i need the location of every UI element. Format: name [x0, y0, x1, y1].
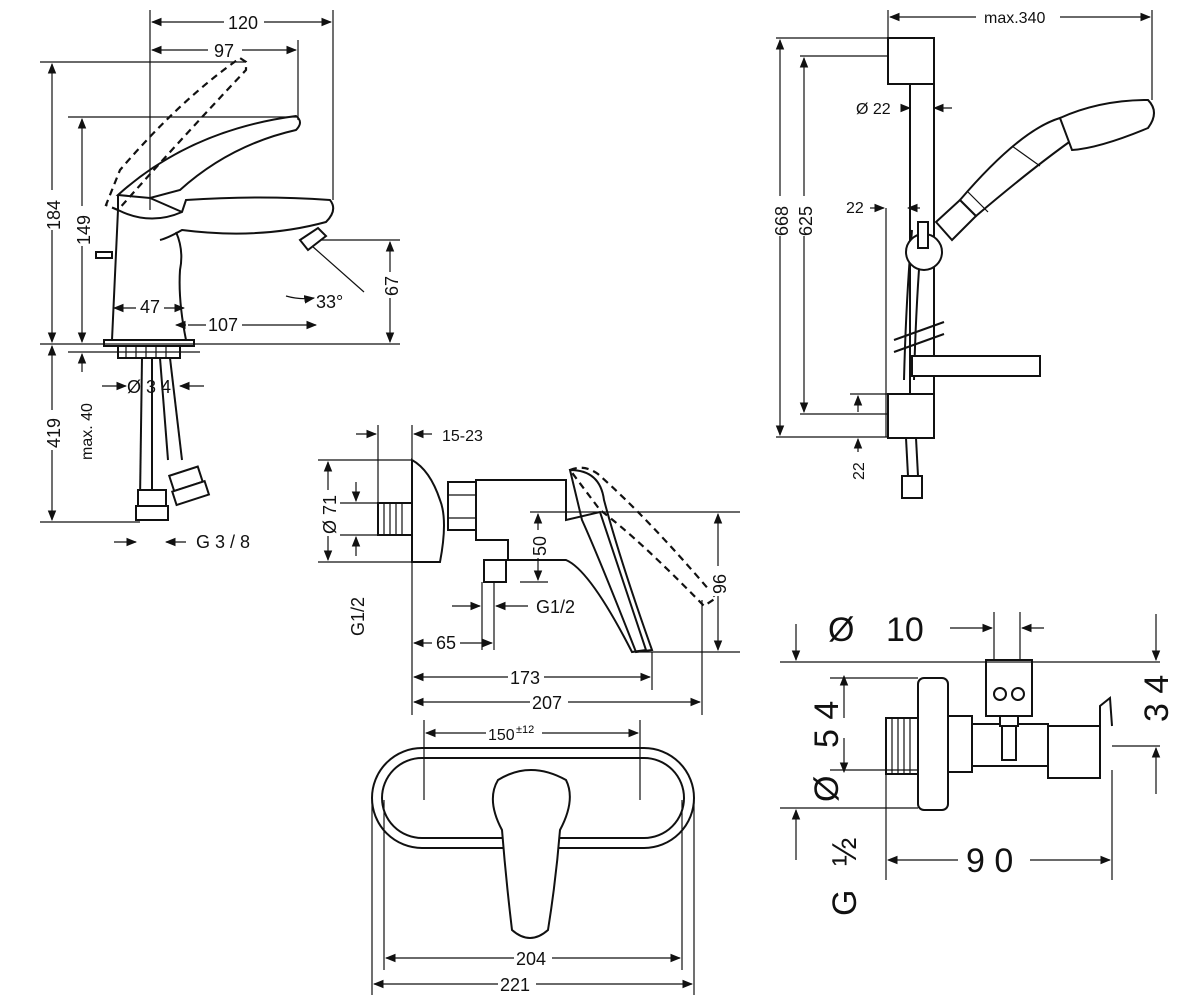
dim-valve-thread-half: ½ [826, 838, 864, 866]
dim-valve-outlet-symbol: Ø [828, 611, 854, 649]
dim-valve-rosette-value: 5 4 [808, 701, 846, 748]
shower-mixer-front-view: 150 ±12 204 221 [371, 720, 695, 995]
dim-faucet-97: 97 [214, 41, 234, 61]
dim-faucet-hole: Ø 3 4 [127, 377, 171, 397]
dim-front-tolerance: ±12 [516, 724, 534, 736]
dim-rail-diameter: Ø 22 [856, 101, 891, 118]
shower-rail-set: max.340 [768, 7, 1155, 499]
dim-valve-depth: 9 0 [966, 842, 1013, 880]
dim-faucet-max40: max. 40 [79, 403, 96, 460]
dim-faucet-149: 149 [74, 215, 94, 245]
dim-mixer-rosette: Ø 71 [320, 495, 340, 534]
dim-valve-height: 3 4 [1138, 675, 1176, 722]
dim-faucet-120: 120 [228, 13, 258, 33]
dim-mixer-65: 65 [436, 633, 456, 653]
dim-valve-rosette-symbol: Ø [808, 776, 846, 802]
dim-rail-bottom-offset: 22 [851, 462, 868, 480]
dim-front-221: 221 [500, 975, 530, 995]
dim-rail-wall-offset: 22 [846, 200, 864, 217]
dim-faucet-connection: G 3 / 8 [196, 532, 250, 552]
dim-mixer-96: 96 [710, 574, 730, 594]
dim-mixer-outlet: G1/2 [536, 597, 575, 617]
dim-faucet-184: 184 [44, 200, 64, 230]
dim-faucet-67: 67 [382, 276, 402, 296]
dim-mixer-207: 207 [532, 693, 562, 713]
dim-rail-625: 625 [796, 206, 816, 236]
dim-valve-thread-g: G [826, 890, 864, 916]
dim-mixer-173: 173 [510, 668, 540, 688]
dim-mixer-offset: 15-23 [442, 428, 483, 445]
dim-front-150: 150 [488, 727, 515, 744]
dim-mixer-50: 50 [530, 536, 550, 556]
dim-faucet-107: 107 [208, 315, 238, 335]
dim-front-204: 204 [516, 949, 546, 969]
dim-rail-668: 668 [772, 206, 792, 236]
dim-rail-projection: max.340 [984, 10, 1045, 27]
dim-faucet-419: 419 [44, 418, 64, 448]
basin-faucet-side-view: 120 97 [40, 10, 402, 552]
shower-mixer-side-view: 15-23 Ø 71 [318, 425, 740, 715]
dim-mixer-inlet: G1/2 [348, 597, 368, 636]
dim-faucet-47: 47 [140, 297, 160, 317]
dim-valve-outlet-value: 10 [886, 611, 924, 649]
angle-valve: Ø 10 5 4 Ø G ½ 3 4 9 0 [780, 611, 1176, 916]
dim-faucet-angle: 33° [316, 292, 343, 312]
